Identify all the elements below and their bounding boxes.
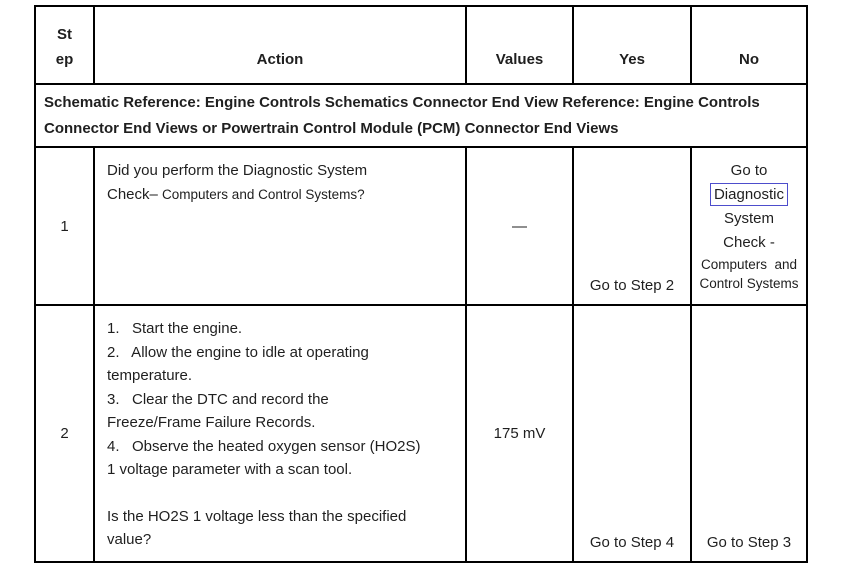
step-1-values: —: [465, 146, 574, 306]
step-2-values: 175 mV: [465, 304, 574, 563]
header-step: St ep: [34, 5, 95, 85]
schematic-row: Schematic Reference: Engine Controls Sch…: [34, 83, 808, 148]
step-1-action-check: Check–: [107, 185, 163, 203]
step-2-number: 2: [34, 304, 95, 563]
action-line: 1. Start the engine.: [107, 320, 243, 337]
step-2-action: 1. Start the engine. 2. Allow the engine…: [93, 304, 467, 563]
step-1-no-line1: Go to: [730, 162, 768, 179]
header-values: Values: [465, 5, 574, 85]
step-1-number: 1: [34, 146, 95, 306]
step-1-action: Did you perform the Diagnostic System Ch…: [93, 146, 467, 306]
action-line: 2. Allow the engine to idle at operating: [107, 343, 369, 361]
step-1-action-line1: Did you perform the Diagnostic System: [107, 162, 368, 179]
schematic-line2: Connector End Views or Powertrain Contro…: [44, 119, 619, 137]
header-step-line2: ep: [55, 51, 74, 68]
header-action: Action: [93, 5, 467, 85]
action-line: 3. Clear the DTC and record the: [107, 390, 329, 408]
step-1-no-line2: Diagnostic: [693, 183, 805, 207]
diagnostic-steps-table: St ep Action Values Yes No Schematic Ref…: [34, 5, 808, 563]
step-1-action-line2: Check– Computers and Control Systems?: [107, 183, 455, 207]
step-1-action-reference: Computers and Control Systems?: [162, 186, 365, 202]
step-1-no-line3: System: [723, 210, 774, 227]
header-no: No: [690, 5, 808, 85]
schematic-reference: Schematic Reference: Engine Controls Sch…: [34, 83, 808, 148]
action-line: Freeze/Frame Failure Records.: [107, 414, 316, 431]
action-line: 1 voltage parameter with a scan tool.: [107, 461, 353, 478]
step-2-yes: Go to Step 4: [572, 304, 692, 563]
step-1-no-line6: Control Systems: [699, 276, 799, 291]
question-line: value?: [107, 531, 152, 548]
step-1-row: 1 Did you perform the Diagnostic System …: [34, 146, 808, 306]
question-line: Is the HO2S 1 voltage less than the spec…: [107, 507, 407, 525]
diagnostic-link[interactable]: Diagnostic: [709, 183, 789, 206]
step-1-no: Go to Diagnostic System Check - Computer…: [690, 146, 808, 306]
step-1-no-line5: Computers and: [700, 257, 798, 272]
step-1-no-line4: Check -: [723, 234, 775, 251]
action-line: temperature.: [107, 367, 193, 384]
header-yes: Yes: [572, 5, 692, 85]
header-step-line1: St: [57, 26, 72, 43]
action-line: 4. Observe the heated oxygen sensor (HO2…: [107, 437, 421, 455]
header-row: St ep Action Values Yes No: [34, 5, 808, 85]
step-2-no: Go to Step 3: [690, 304, 808, 563]
step-2-question: Is the HO2S 1 voltage less than the spec…: [107, 505, 455, 552]
schematic-line1: Schematic Reference: Engine Controls Sch…: [44, 93, 760, 111]
step-1-yes: Go to Step 2: [572, 146, 692, 306]
step-2-row: 2 1. Start the engine. 2. Allow the engi…: [34, 304, 808, 563]
